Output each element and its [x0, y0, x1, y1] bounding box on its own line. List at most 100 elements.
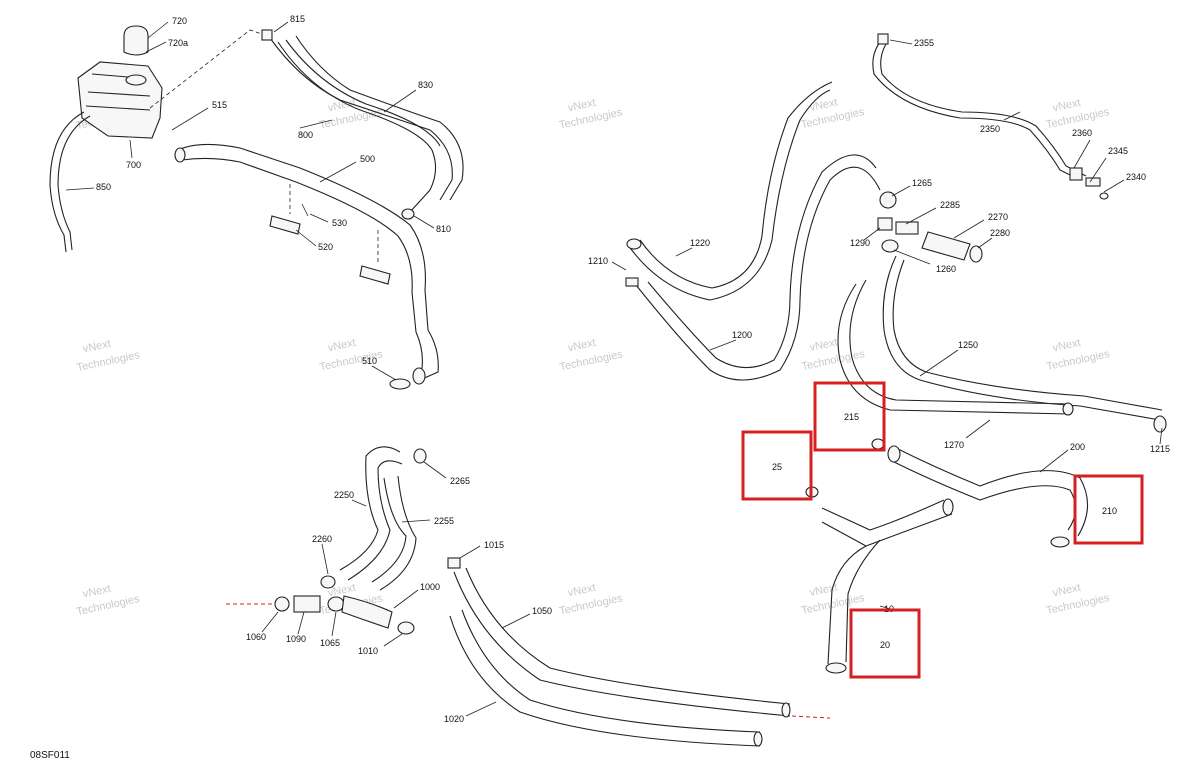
clamp-2265: [413, 448, 427, 464]
hose-800-inner: [285, 39, 441, 147]
callout-530: 530: [332, 218, 347, 228]
clamp-1010: [397, 621, 415, 635]
hose-1250-b: [892, 259, 1163, 411]
clamp-2280: [969, 245, 983, 263]
callout-2350: 2350: [980, 124, 1000, 134]
highlight-215: [813, 381, 886, 452]
dashed-leader: [149, 29, 263, 109]
callout-1090: 1090: [286, 634, 306, 644]
clamp-1210: [625, 277, 639, 287]
callout-2360: 2360: [1072, 128, 1092, 138]
bracket-leaders: [289, 184, 379, 264]
overflow-tube-inner: [57, 115, 91, 251]
fitting-1090: [293, 595, 321, 613]
callout-1210: 1210: [588, 256, 608, 266]
hose-1220-a: [627, 89, 831, 301]
hose-1020-a: [449, 615, 761, 747]
callout-515: 515: [212, 100, 227, 110]
callout-1220: 1220: [690, 238, 710, 248]
callout-2355: 2355: [914, 38, 934, 48]
fitting-1290: [877, 217, 893, 231]
bracket-520-a: [269, 215, 301, 235]
bypass-line-2350: [872, 33, 1109, 200]
line-2350-a: [872, 41, 1081, 181]
filler-neck: [125, 74, 147, 86]
hose-1020-end: [753, 731, 763, 747]
hoses-1200-1220: [625, 81, 881, 381]
hose-1200-a: [635, 166, 881, 381]
clamp-1260: [881, 239, 899, 253]
callout-2345: 2345: [1108, 146, 1128, 156]
hose-2250-b: [347, 460, 403, 581]
hose-10-down-a: [827, 545, 867, 665]
clamp-1015: [447, 557, 461, 569]
callout-720a: 720a: [168, 38, 188, 48]
callout-2340: 2340: [1126, 172, 1146, 182]
hose-10-top-b: [821, 513, 953, 547]
hose-10-down-b: [845, 539, 881, 663]
callout-700: 700: [126, 160, 141, 170]
callout-labels: 720 720a 815 830 800 515 700 850 500 530…: [96, 14, 1170, 724]
callout-1260: 1260: [936, 264, 956, 274]
line-2350-b: [880, 43, 1087, 177]
callout-520: 520: [318, 242, 333, 252]
hose-2255-b: [379, 475, 417, 591]
clamp-1060: [274, 596, 290, 612]
watermark-line1: vNext: [327, 337, 357, 355]
callout-1265: 1265: [912, 178, 932, 188]
hose-500-top: [177, 143, 439, 381]
hose-1050-a: [453, 571, 791, 717]
hose-1220-b: [639, 81, 833, 289]
bracket-520-b: [359, 265, 391, 285]
hose-1270-b: [849, 279, 1071, 405]
hose-10-end: [942, 498, 954, 516]
callout-25: 25: [772, 462, 782, 472]
callout-200: 200: [1070, 442, 1085, 452]
callout-1050: 1050: [532, 606, 552, 616]
thermostat-fittings: [877, 191, 983, 263]
hose-2250-a: [339, 446, 401, 571]
callout-2255: 2255: [434, 516, 454, 526]
callout-1290: 1290: [850, 238, 870, 248]
hose-1200-b: [647, 154, 877, 369]
hose-500-bottom: [181, 157, 423, 373]
callout-2250: 2250: [334, 490, 354, 500]
highlight-boxes: [741, 381, 1144, 679]
watermark-line1: vNext: [567, 582, 597, 600]
clamp-1215: [1153, 415, 1167, 433]
highlight-20: [849, 608, 921, 679]
callout-2265: 2265: [450, 476, 470, 486]
watermark-line1: vNext: [327, 582, 357, 600]
leaders-top-left: [65, 21, 435, 381]
clamp-510: [389, 378, 411, 390]
watermark-line1: vNext: [809, 581, 839, 599]
hoses-1250-1270: [837, 255, 1167, 433]
watermark-line1: vNext: [327, 97, 357, 115]
watermark-line1: vNext: [809, 336, 839, 354]
callout-800: 800: [298, 130, 313, 140]
hose-2270: [921, 231, 971, 261]
watermark-line1: vNext: [567, 97, 597, 115]
clamp-215: [871, 438, 885, 450]
intake-fittings: [226, 595, 415, 635]
callout-1270: 1270: [944, 440, 964, 450]
hose-1050-b: [465, 567, 791, 705]
hose-1000: [341, 595, 393, 629]
callout-2280: 2280: [990, 228, 1010, 238]
hose-500: [174, 143, 439, 390]
clamp-815: [261, 29, 273, 41]
hose-500-end: [412, 367, 426, 385]
watermark-line1: vNext: [809, 96, 839, 114]
callout-210: 210: [1102, 506, 1117, 516]
watermark-line1: vNext: [82, 338, 112, 356]
clamp-1265: [879, 191, 897, 209]
callout-2270: 2270: [988, 212, 1008, 222]
clamp-2355: [877, 33, 889, 45]
callout-720: 720: [172, 16, 187, 26]
reservoir-assembly: [49, 25, 263, 253]
fitting-2360: [1069, 167, 1083, 181]
watermark-line1: vNext: [1052, 337, 1082, 355]
clamp-1065: [327, 596, 345, 612]
reservoir-cap: [123, 25, 149, 56]
